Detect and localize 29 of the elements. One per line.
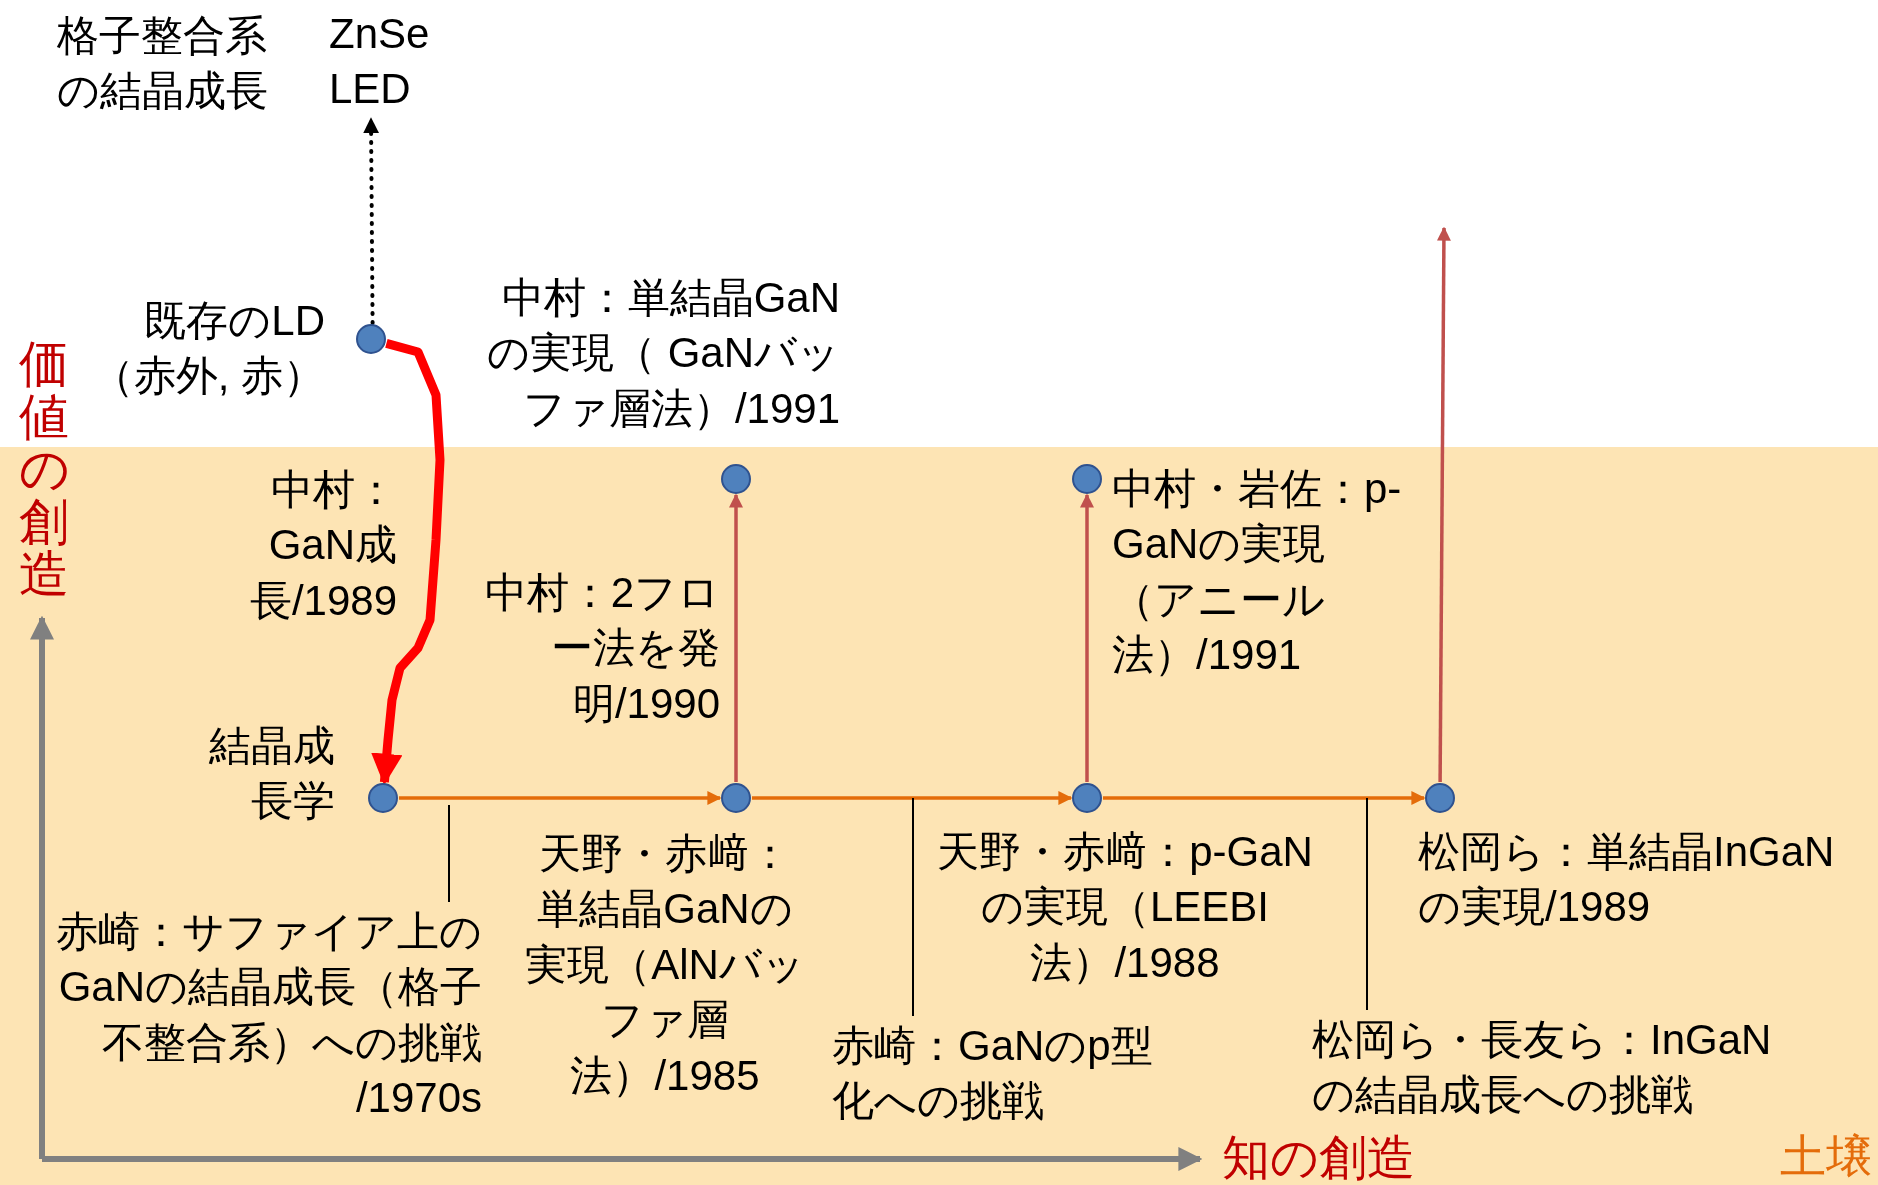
- timeline-note: 松岡ら・長友ら：InGaNの結晶成長への挑戦: [1312, 1012, 1782, 1123]
- leader-line: [448, 804, 450, 903]
- outcome-label: ZnSe LED: [329, 6, 469, 117]
- timeline-note: 赤崎：サファイア上のGaNの結晶成長（格子不整合系）への挑戦 /1970s: [54, 904, 482, 1126]
- corner-label: 土壌: [1780, 1129, 1873, 1184]
- milestone-caption: 中村・岩佐：p-GaNの実現（アニール法）/1991: [1112, 464, 1402, 681]
- arrow: [399, 791, 722, 805]
- leader-line: [912, 797, 914, 1017]
- axis-label: 知の創造: [1222, 1130, 1416, 1185]
- note-text: 格子整合系の結晶成長: [57, 11, 269, 117]
- milestone-caption: 天野・赤﨑：p-GaNの実現（LEEBI法）/1988: [936, 827, 1314, 988]
- milestone-caption: 松岡ら：単結晶InGaNの実現/1989: [1418, 827, 1836, 933]
- arrow: [1436, 226, 1451, 782]
- milestone-caption: 中村：単結晶GaNの実現（ GaNバッファ層法）/1991: [485, 273, 840, 434]
- leader-line: [1366, 797, 1368, 1011]
- arrow: [1080, 493, 1094, 782]
- arrow: [1103, 791, 1426, 805]
- arrow: [729, 493, 743, 782]
- arrow: [363, 116, 380, 326]
- arrow: [752, 791, 1073, 805]
- milestone-caption: 既存のLD （赤外, 赤）: [90, 296, 325, 402]
- axis-label: 価値の創造: [17, 338, 71, 601]
- edge-label: 中村：GaN成長/1989: [248, 465, 397, 626]
- edge-label: 中村：2フロー法を発明/1990: [483, 568, 720, 729]
- milestone-caption: 天野・赤﨑：単結晶GaNの実現（AlNバッファ層法）/1985: [524, 829, 806, 1101]
- milestone-dot: [356, 324, 386, 354]
- timeline-note: 赤崎：GaNのp型化への挑戦: [832, 1018, 1172, 1129]
- arrow: [371, 338, 445, 786]
- milestone-caption: 結晶成長学: [208, 721, 335, 827]
